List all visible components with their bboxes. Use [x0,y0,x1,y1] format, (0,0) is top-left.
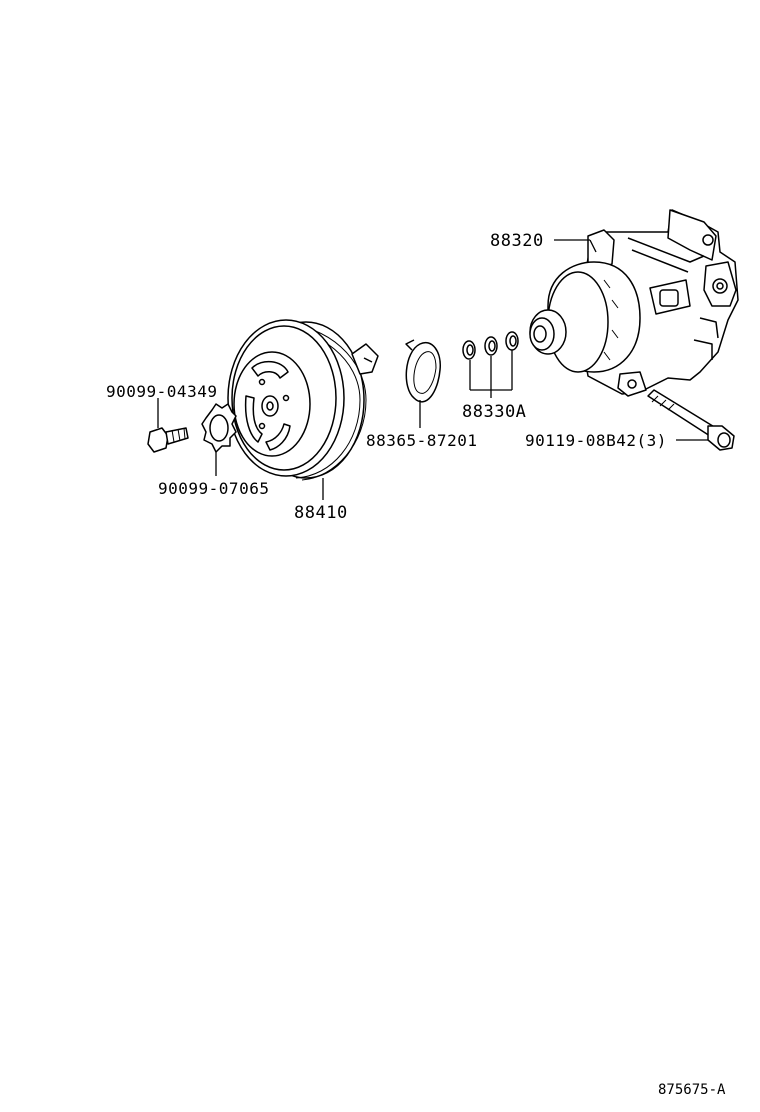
shim-2 [484,336,498,356]
compressor-body[interactable] [529,209,739,397]
label-compressor: 88320 [490,231,544,251]
lock-washer[interactable] [201,403,237,453]
label-mount-bolt: 90119-08B42(3) [525,431,667,450]
shim-1 [462,340,476,360]
clutch-pulley[interactable] [227,319,379,481]
snap-ring[interactable] [405,339,441,403]
diagram-reference-code: 875675-A [658,1082,726,1098]
shim-washers[interactable] [462,331,519,360]
label-lock-washer: 90099-07065 [158,479,269,498]
mount-bolt[interactable] [647,389,735,451]
label-pulley: 88410 [294,503,348,523]
label-shims: 88330A [462,402,526,422]
leader-lines [157,239,708,500]
part-labels: 88320 88330A 88365-87201 90119-08B42(3) … [106,231,667,523]
label-snap-ring: 88365-87201 [366,431,477,450]
label-bolt: 90099-04349 [106,382,217,401]
shim-3 [505,331,519,351]
hub-bolt[interactable] [147,427,189,453]
